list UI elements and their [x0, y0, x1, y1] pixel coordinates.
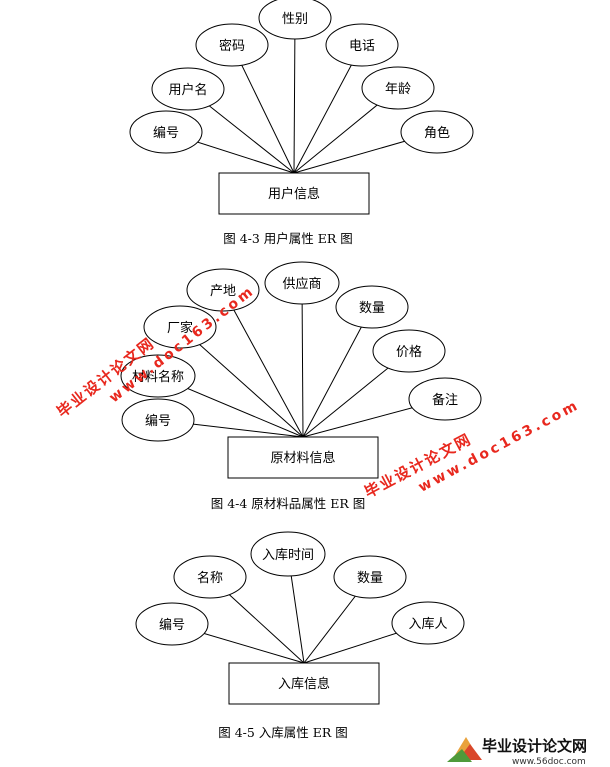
attribute-ellipse — [120, 354, 196, 398]
attribute-label: 名称 — [197, 570, 223, 586]
attribute-label: 入库时间 — [262, 547, 314, 563]
attribute-ellipse — [186, 268, 260, 312]
entity-box — [218, 172, 370, 215]
attribute-label: 电话 — [349, 39, 375, 54]
attribute-ellipse — [408, 377, 482, 421]
attribute-ellipse — [372, 329, 446, 373]
attribute-label: 数量 — [357, 571, 383, 586]
attribute-ellipse — [151, 67, 225, 111]
attribute-ellipse — [135, 602, 209, 646]
entity-label: 入库信息 — [278, 676, 330, 692]
er-diagram-material — [120, 261, 482, 479]
attribute-label: 产地 — [210, 284, 236, 299]
attribute-label: 备注 — [432, 392, 458, 408]
entity-box — [228, 662, 380, 705]
attribute-label: 性别 — [282, 12, 308, 27]
attribute-ellipse — [129, 110, 203, 154]
site-logo: 毕业设计论文网 www.56doc.com — [446, 733, 610, 767]
attribute-ellipse — [143, 305, 217, 349]
attribute-ellipse — [391, 601, 465, 645]
attribute-ellipse — [173, 555, 247, 599]
attribute-ellipse — [400, 110, 474, 154]
attribute-label: 角色 — [424, 125, 450, 141]
entity-label: 原材料信息 — [270, 450, 335, 466]
attribute-ellipse — [335, 285, 409, 329]
attribute-ellipse — [333, 555, 407, 599]
attribute-ellipse — [258, 0, 332, 40]
attribute-ellipse — [264, 261, 340, 305]
attribute-label: 编号 — [159, 618, 185, 633]
er-user-labels: 编号 用户名 密码 性别 电话 年龄 角色 用户信息 图 4-3 用户属性 ER… — [153, 12, 450, 246]
attribute-label: 入库人 — [408, 616, 447, 632]
logo-emblem-icon — [447, 737, 482, 762]
er-stockin-labels: 编号 名称 入库时间 数量 入库人 入库信息 图 4-5 入库属性 ER 图 — [159, 547, 448, 740]
attribute-label: 数量 — [359, 301, 385, 316]
attribute-label: 年龄 — [385, 82, 411, 97]
er-diagram-stockin — [135, 531, 465, 705]
attribute-label: 价格 — [396, 344, 422, 360]
figure-caption: 图 4-4 原材料品属性 ER 图 — [211, 496, 366, 511]
er-diagram-user — [129, 0, 474, 215]
er-material-labels: 编号 材料名称 厂家 产地 供应商 数量 价格 备注 原材料信息 图 4-4 原… — [132, 276, 458, 511]
attribute-label: 密码 — [219, 38, 245, 54]
attribute-label: 编号 — [153, 126, 179, 141]
entity-label: 用户信息 — [268, 186, 320, 202]
figure-caption: 图 4-3 用户属性 ER 图 — [223, 231, 353, 246]
attribute-ellipse — [121, 398, 195, 442]
attribute-ellipse — [361, 66, 435, 110]
logo-name: 毕业设计论文网 — [482, 737, 587, 755]
attribute-ellipse — [325, 23, 399, 67]
attribute-label: 供应商 — [282, 276, 321, 292]
attribute-label: 编号 — [145, 414, 171, 429]
attribute-label: 用户名 — [168, 82, 207, 98]
entity-box — [227, 436, 379, 479]
attribute-label: 厂家 — [167, 320, 193, 336]
attribute-ellipse — [195, 23, 269, 67]
figure-caption: 图 4-5 入库属性 ER 图 — [218, 725, 348, 740]
logo-url: www.56doc.com — [512, 757, 586, 767]
attribute-ellipse — [250, 531, 326, 577]
attribute-label: 材料名称 — [132, 369, 184, 385]
